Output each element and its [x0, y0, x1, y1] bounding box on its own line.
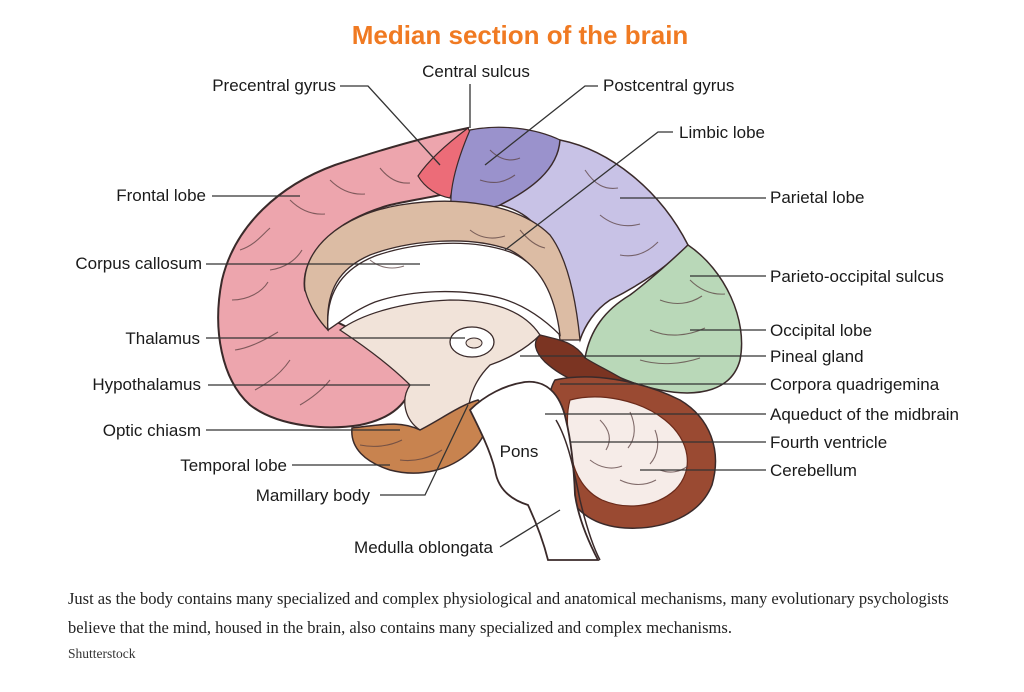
label-pineal-gland: Pineal gland [770, 347, 864, 366]
corpus-callosum-region [327, 242, 561, 337]
label-parietal-lobe: Parietal lobe [770, 188, 865, 207]
label-corpus-callosum: Corpus callosum [75, 254, 202, 273]
leader-lines [206, 84, 766, 548]
parietal-lobe-region [497, 139, 689, 343]
label-occipital-lobe: Occipital lobe [770, 321, 872, 340]
label-medulla-oblongata: Medulla oblongata [354, 538, 493, 557]
label-limbic-lobe: Limbic lobe [679, 123, 765, 142]
label-thalamus: Thalamus [125, 329, 200, 348]
brain-diagram: Median section of the brain [75, 20, 959, 561]
label-frontal-lobe: Frontal lobe [116, 186, 206, 205]
label-temporal-lobe: Temporal lobe [180, 456, 287, 475]
cortex-gyri [231, 149, 726, 462]
label-parieto-occipital-sulcus: Parieto-occipital sulcus [770, 267, 944, 286]
label-fourth-ventricle: Fourth ventricle [770, 433, 887, 452]
figure-caption: Just as the body contains many specializ… [68, 589, 949, 637]
cerebellum-folia [589, 411, 689, 486]
brainstem-region [468, 380, 600, 561]
image-credit: Shutterstock [68, 646, 136, 661]
fourth-ventricle-shape [555, 419, 601, 561]
diagram-title: Median section of the brain [352, 20, 689, 50]
label-aqueduct: Aqueduct of the midbrain [770, 405, 959, 424]
label-corpora-quadrigemina: Corpora quadrigemina [770, 375, 940, 394]
label-optic-chiasm: Optic chiasm [103, 421, 201, 440]
label-hypothalamus: Hypothalamus [92, 375, 201, 394]
label-mamillary-body: Mamillary body [256, 486, 371, 505]
interthalamic-adhesion [465, 337, 483, 349]
label-postcentral-gyrus: Postcentral gyrus [603, 76, 734, 95]
label-cerebellum: Cerebellum [770, 461, 857, 480]
label-precentral-gyrus: Precentral gyrus [212, 76, 336, 95]
label-central-sulcus: Central sulcus [422, 62, 530, 81]
label-pons: Pons [500, 442, 539, 461]
